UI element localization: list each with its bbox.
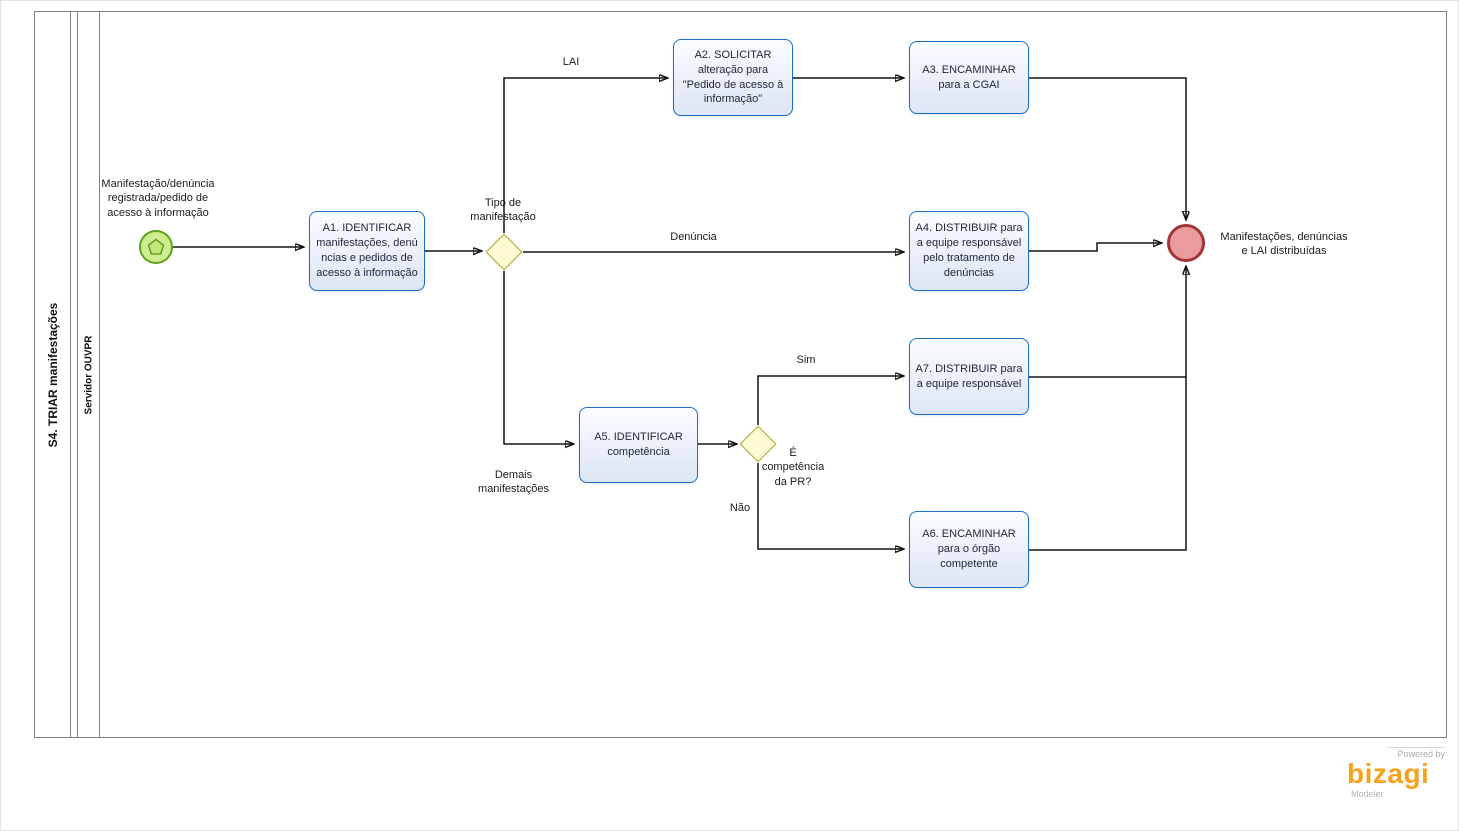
pool-header: S4. TRIAR manifestações [35, 12, 71, 737]
pentagon-icon [147, 238, 165, 255]
task-a6-encaminhar-orgao: A6. ENCAMINHAR para o órgão competente [909, 511, 1029, 588]
edge-label-denuncia: Denúncia [670, 231, 717, 243]
pool-title: S4. TRIAR manifestações [45, 302, 60, 447]
pool-lane-divider [71, 12, 78, 737]
task-a5-identificar-competencia: A5. IDENTIFICAR competência [579, 407, 698, 483]
pool-s4-triar: S4. TRIAR manifestações Servidor OUVPR [34, 11, 1447, 738]
start-event [139, 230, 173, 264]
gateway1-label: Tipo de manifestação [470, 197, 536, 224]
lane-header: Servidor OUVPR [78, 12, 100, 737]
edge-label-nao: Não [729, 502, 751, 514]
start-event-label: Manifestação/denúncia registrada/pedido … [101, 178, 215, 219]
edge-label-demais: Demais manifestações [478, 469, 549, 496]
lane-title: Servidor OUVPR [83, 335, 94, 414]
task-a2-solicitar-alteracao: A2. SOLICITAR alteração para "Pedido de … [673, 39, 793, 116]
task-a7-distribuir-equipe: A7. DISTRIBUIR para a equipe responsável [909, 338, 1029, 415]
task-a4-distribuir-denuncias: A4. DISTRIBUIR para a equipe responsável… [909, 211, 1029, 291]
bizagi-logo: bizagi [1347, 758, 1430, 789]
end-event-label: Manifestações, denúncias e LAI distribuí… [1220, 231, 1348, 258]
powered-by-label: Powered by [1387, 747, 1445, 759]
task-a1-identificar: A1. IDENTIFICAR manifestações, denú ncia… [309, 211, 425, 291]
end-event [1167, 224, 1205, 262]
task-a3-encaminhar-cgai: A3. ENCAMINHAR para a CGAI [909, 41, 1029, 114]
bizagi-branding: Powered by bizagi Modeler [1347, 747, 1445, 799]
edge-label-sim: Sim [796, 354, 816, 366]
gateway2-label: É competência da PR? [761, 447, 825, 488]
modeler-label: Modeler [1351, 789, 1384, 799]
edge-label-lai: LAI [562, 56, 580, 68]
